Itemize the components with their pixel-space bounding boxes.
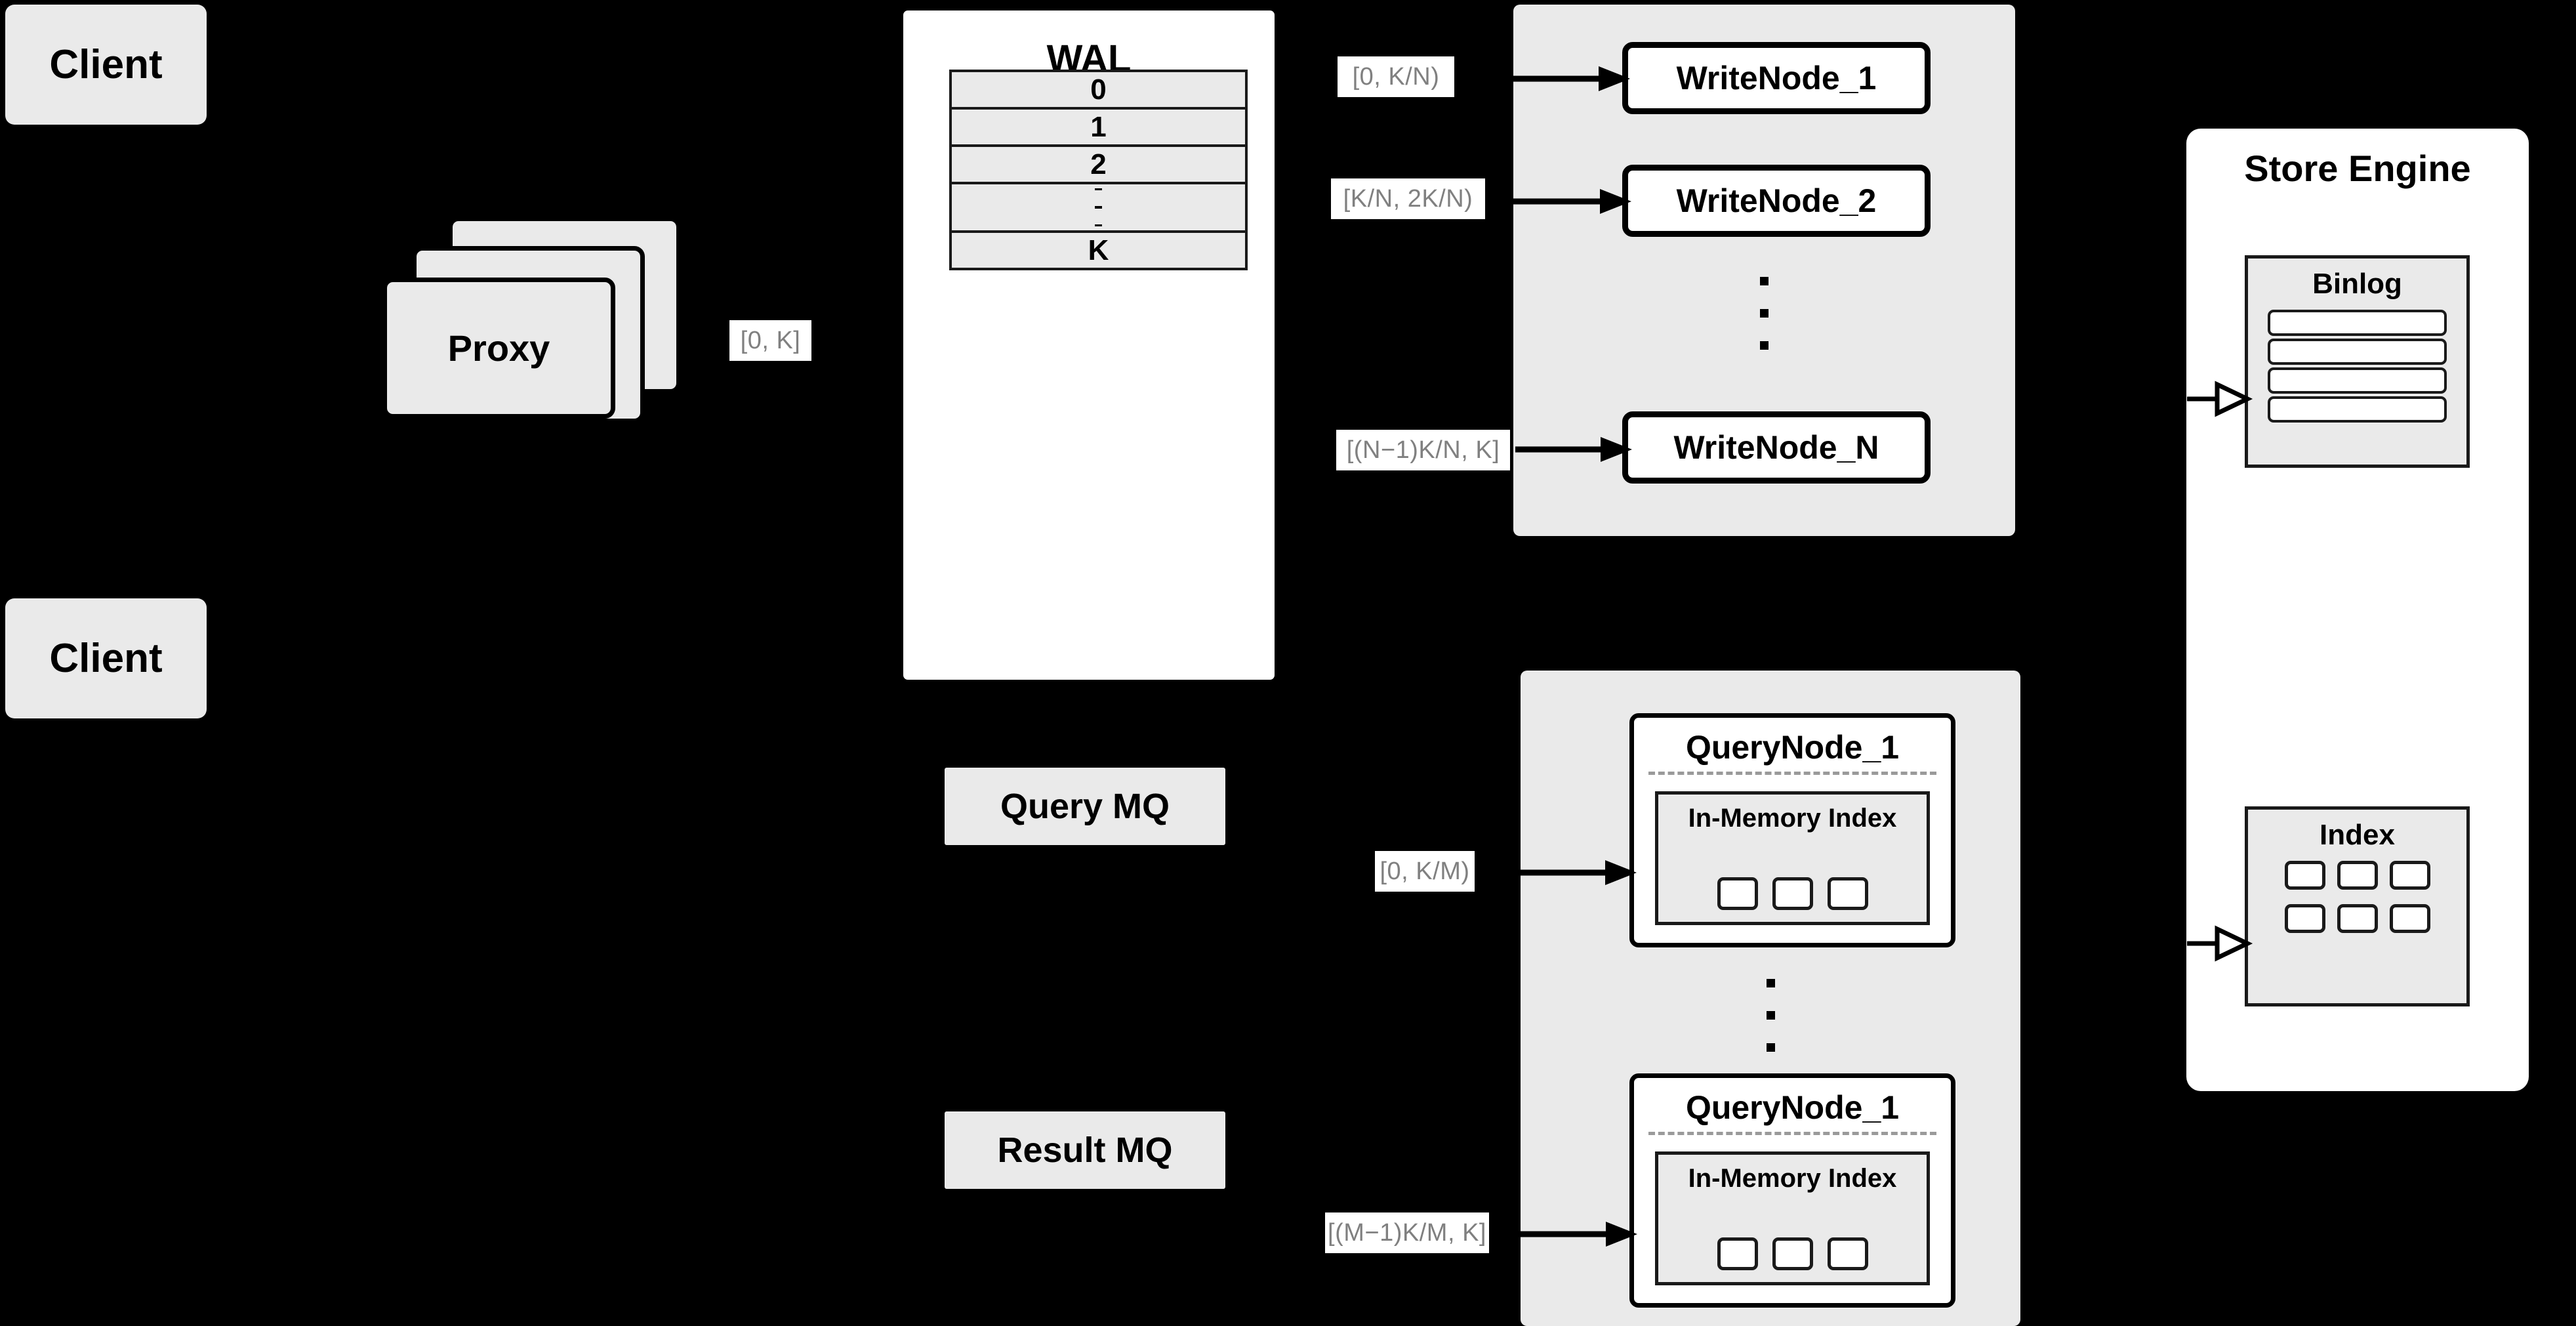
wal-row-k: K	[952, 233, 1245, 268]
index-grid-row	[2284, 904, 2430, 933]
ellipsis-dot	[1760, 309, 1768, 318]
wal-row-1: 1	[952, 110, 1245, 147]
proxy-label: Proxy	[447, 327, 550, 369]
index-cell	[2389, 861, 2430, 890]
query-node-group: QueryNode_1 In-Memory Index QueryNode_1 …	[1521, 671, 2020, 1326]
wal-row-ellipsis	[952, 184, 1245, 233]
query-node-m-divider	[1648, 1132, 1936, 1135]
index-panel: Index	[2245, 806, 2470, 1006]
result-mq-box[interactable]: Result MQ	[945, 1111, 1225, 1189]
index-grid	[2248, 861, 2466, 933]
ellipsis-dot	[1095, 206, 1102, 209]
proxy-box[interactable]: Proxy	[382, 278, 615, 419]
arrow-to-query-node-m	[1494, 1222, 1637, 1247]
index-cell	[2337, 861, 2378, 890]
index-cell	[1827, 877, 1868, 910]
binlog-row	[2268, 339, 2447, 365]
write-node-2[interactable]: WriteNode_2	[1622, 165, 1931, 237]
index-cell	[1827, 1237, 1868, 1270]
query-node-1[interactable]: QueryNode_1 In-Memory Index	[1629, 713, 1955, 947]
in-memory-index-title-1: In-Memory Index	[1688, 804, 1897, 833]
arrow-to-write-node-2	[1490, 189, 1631, 214]
binlog-panel: Binlog	[2245, 255, 2470, 468]
arrow-to-write-node-n	[1515, 437, 1632, 462]
query-node-m-range-tag: [(M−1)K/M, K]	[1325, 1212, 1489, 1253]
client-label-2: Client	[49, 636, 163, 681]
query-node-1-in-memory-index: In-Memory Index	[1655, 791, 1930, 925]
wal-row-2: 2	[952, 147, 1245, 184]
wal-box: WAL 0 1 2 K	[897, 5, 1280, 686]
query-node-m-in-memory-index: In-Memory Index	[1655, 1151, 1930, 1285]
ellipsis-dot	[1766, 1011, 1775, 1020]
index-title: Index	[2320, 819, 2395, 851]
wal-row-0: 0	[952, 72, 1245, 110]
write-node-ellipsis	[1513, 277, 2015, 350]
binlog-row	[2268, 367, 2447, 394]
arrow-to-query-node-1	[1479, 860, 1637, 885]
write-node-1-label: WriteNode_1	[1676, 60, 1877, 96]
result-mq-label: Result MQ	[997, 1130, 1173, 1170]
arrow-to-write-node-1	[1460, 66, 1630, 91]
in-memory-index-cells-2	[1658, 1237, 1927, 1270]
query-node-1-divider	[1648, 772, 1936, 775]
ellipsis-dot	[1766, 1043, 1775, 1052]
index-cell	[1772, 1237, 1813, 1270]
query-node-1-range-tag: [0, K/M)	[1375, 851, 1475, 892]
write-node-2-range-tag: [K/N, 2K/N)	[1331, 178, 1485, 219]
index-cell	[1772, 877, 1813, 910]
binlog-row	[2268, 396, 2447, 423]
client-box-2[interactable]: Client	[5, 598, 207, 718]
query-node-m-title: QueryNode_1	[1685, 1089, 1900, 1126]
ellipsis-dot	[1095, 224, 1102, 226]
store-engine-box: Store Engine Binlog Index	[2186, 129, 2529, 1091]
query-mq-box[interactable]: Query MQ	[945, 768, 1225, 845]
ellipsis-dot	[1095, 188, 1102, 191]
index-cell	[2337, 904, 2378, 933]
index-cell	[1717, 1237, 1758, 1270]
arrow-to-index	[2187, 925, 2253, 962]
index-cell	[1717, 877, 1758, 910]
in-memory-index-title-2: In-Memory Index	[1688, 1164, 1897, 1193]
write-node-1[interactable]: WriteNode_1	[1622, 42, 1931, 114]
proxy-range-tag: [0, K]	[729, 320, 811, 361]
query-node-m[interactable]: QueryNode_1 In-Memory Index	[1629, 1073, 1955, 1308]
query-mq-label: Query MQ	[1000, 787, 1170, 826]
query-node-1-title: QueryNode_1	[1685, 729, 1900, 766]
write-node-2-label: WriteNode_2	[1676, 182, 1877, 219]
client-box-1[interactable]: Client	[5, 5, 207, 125]
query-node-ellipsis	[1521, 979, 2020, 1052]
write-node-n-range-tag: [(N−1)K/N, K]	[1336, 430, 1510, 470]
client-label-1: Client	[49, 42, 163, 87]
arrow-to-binlog	[2187, 381, 2253, 417]
binlog-row	[2268, 310, 2447, 336]
wal-table: 0 1 2 K	[949, 70, 1248, 270]
write-node-n[interactable]: WriteNode_N	[1622, 411, 1931, 484]
in-memory-index-cells-1	[1658, 877, 1927, 910]
binlog-rows	[2268, 310, 2447, 423]
write-node-1-range-tag: [0, K/N)	[1338, 56, 1454, 97]
store-engine-title: Store Engine	[2244, 148, 2471, 189]
index-grid-row	[2284, 861, 2430, 890]
write-node-n-label: WriteNode_N	[1673, 429, 1879, 466]
ellipsis-dot	[1766, 979, 1775, 987]
binlog-title: Binlog	[2312, 268, 2402, 300]
index-cell	[2284, 904, 2325, 933]
index-cell	[2389, 904, 2430, 933]
ellipsis-dot	[1760, 341, 1768, 350]
ellipsis-dot	[1760, 277, 1768, 285]
index-cell	[2284, 861, 2325, 890]
